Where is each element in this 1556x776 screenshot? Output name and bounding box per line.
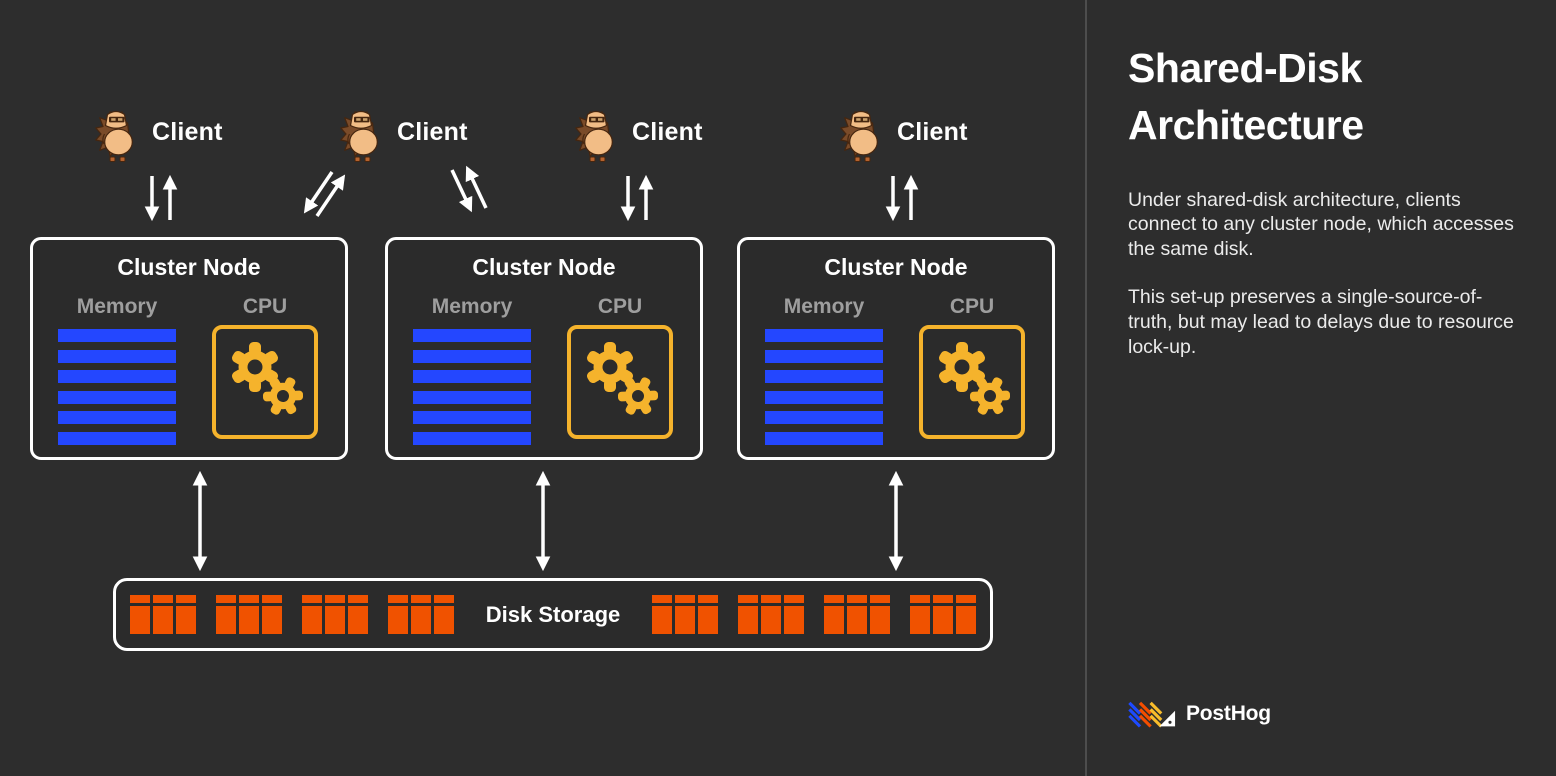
cpu-label: CPU bbox=[949, 295, 995, 318]
arrow-client2-node2 bbox=[450, 165, 488, 213]
gears-icon bbox=[937, 342, 1015, 423]
gears-icon bbox=[585, 342, 663, 423]
paragraph-2: This set-up preserves a single-source-of… bbox=[1128, 286, 1514, 358]
brand-name: PostHog bbox=[1186, 701, 1271, 725]
client-label: Client bbox=[397, 117, 468, 146]
client-label: Client bbox=[152, 117, 223, 146]
memory-bars bbox=[58, 329, 176, 452]
node-title: Cluster Node bbox=[472, 254, 616, 280]
client-3: Client bbox=[575, 100, 703, 164]
disk-icon bbox=[824, 595, 891, 634]
memory-bars bbox=[413, 329, 531, 452]
memory-label: Memory bbox=[431, 295, 513, 318]
page-title: Shared-Disk Architecture bbox=[1128, 45, 1364, 149]
memory-bars bbox=[765, 329, 883, 452]
disk-icon bbox=[652, 595, 719, 634]
client-2: Client bbox=[340, 100, 468, 164]
posthog-logo-icon bbox=[1128, 701, 1176, 728]
client-label: Client bbox=[897, 117, 968, 146]
disk-icon bbox=[129, 595, 196, 634]
vertical-divider bbox=[1085, 0, 1087, 776]
memory-label: Memory bbox=[783, 295, 865, 318]
memory-label: Memory bbox=[76, 295, 158, 318]
cpu-box bbox=[567, 325, 673, 439]
posthog-brand: PostHog bbox=[1128, 697, 1271, 730]
hedgehog-icon bbox=[575, 110, 613, 163]
info-panel: Shared-Disk Architecture Under shared-di… bbox=[1128, 40, 1520, 359]
cpu-label: CPU bbox=[597, 295, 643, 318]
disk-storage-label: Disk Storage bbox=[485, 601, 621, 627]
node-title: Cluster Node bbox=[824, 254, 968, 280]
cpu-box bbox=[212, 325, 318, 439]
hedgehog-icon bbox=[340, 110, 378, 163]
cluster-node-1: Cluster Node Memory CPU bbox=[30, 237, 348, 460]
cpu-label: CPU bbox=[242, 295, 288, 318]
hedgehog-icon bbox=[840, 110, 878, 163]
disk-icon bbox=[387, 595, 454, 634]
disk-icon bbox=[910, 595, 977, 634]
hedgehog-icon bbox=[95, 110, 133, 163]
arrow-client1-node1 bbox=[144, 174, 178, 222]
cluster-node-2: Cluster Node Memory CPU bbox=[385, 237, 703, 460]
client-1: Client bbox=[95, 100, 223, 164]
cpu-box bbox=[919, 325, 1025, 439]
client-label: Client bbox=[632, 117, 703, 146]
disk-icon bbox=[738, 595, 805, 634]
description: Under shared-disk architecture, clients … bbox=[1128, 188, 1514, 359]
disk-icon bbox=[301, 595, 368, 634]
client-4: Client bbox=[840, 100, 968, 164]
paragraph-1: Under shared-disk architecture, clients … bbox=[1128, 188, 1514, 260]
arrow-client2-node1 bbox=[303, 171, 346, 217]
arrow-client4-node3 bbox=[885, 174, 919, 222]
arrow-client3-node2 bbox=[620, 174, 654, 222]
gears-icon bbox=[230, 342, 308, 423]
disk-icon bbox=[215, 595, 282, 634]
cluster-node-3: Cluster Node Memory CPU bbox=[737, 237, 1055, 460]
node-title: Cluster Node bbox=[117, 254, 261, 280]
disk-storage-box: Disk Storage bbox=[113, 578, 993, 651]
